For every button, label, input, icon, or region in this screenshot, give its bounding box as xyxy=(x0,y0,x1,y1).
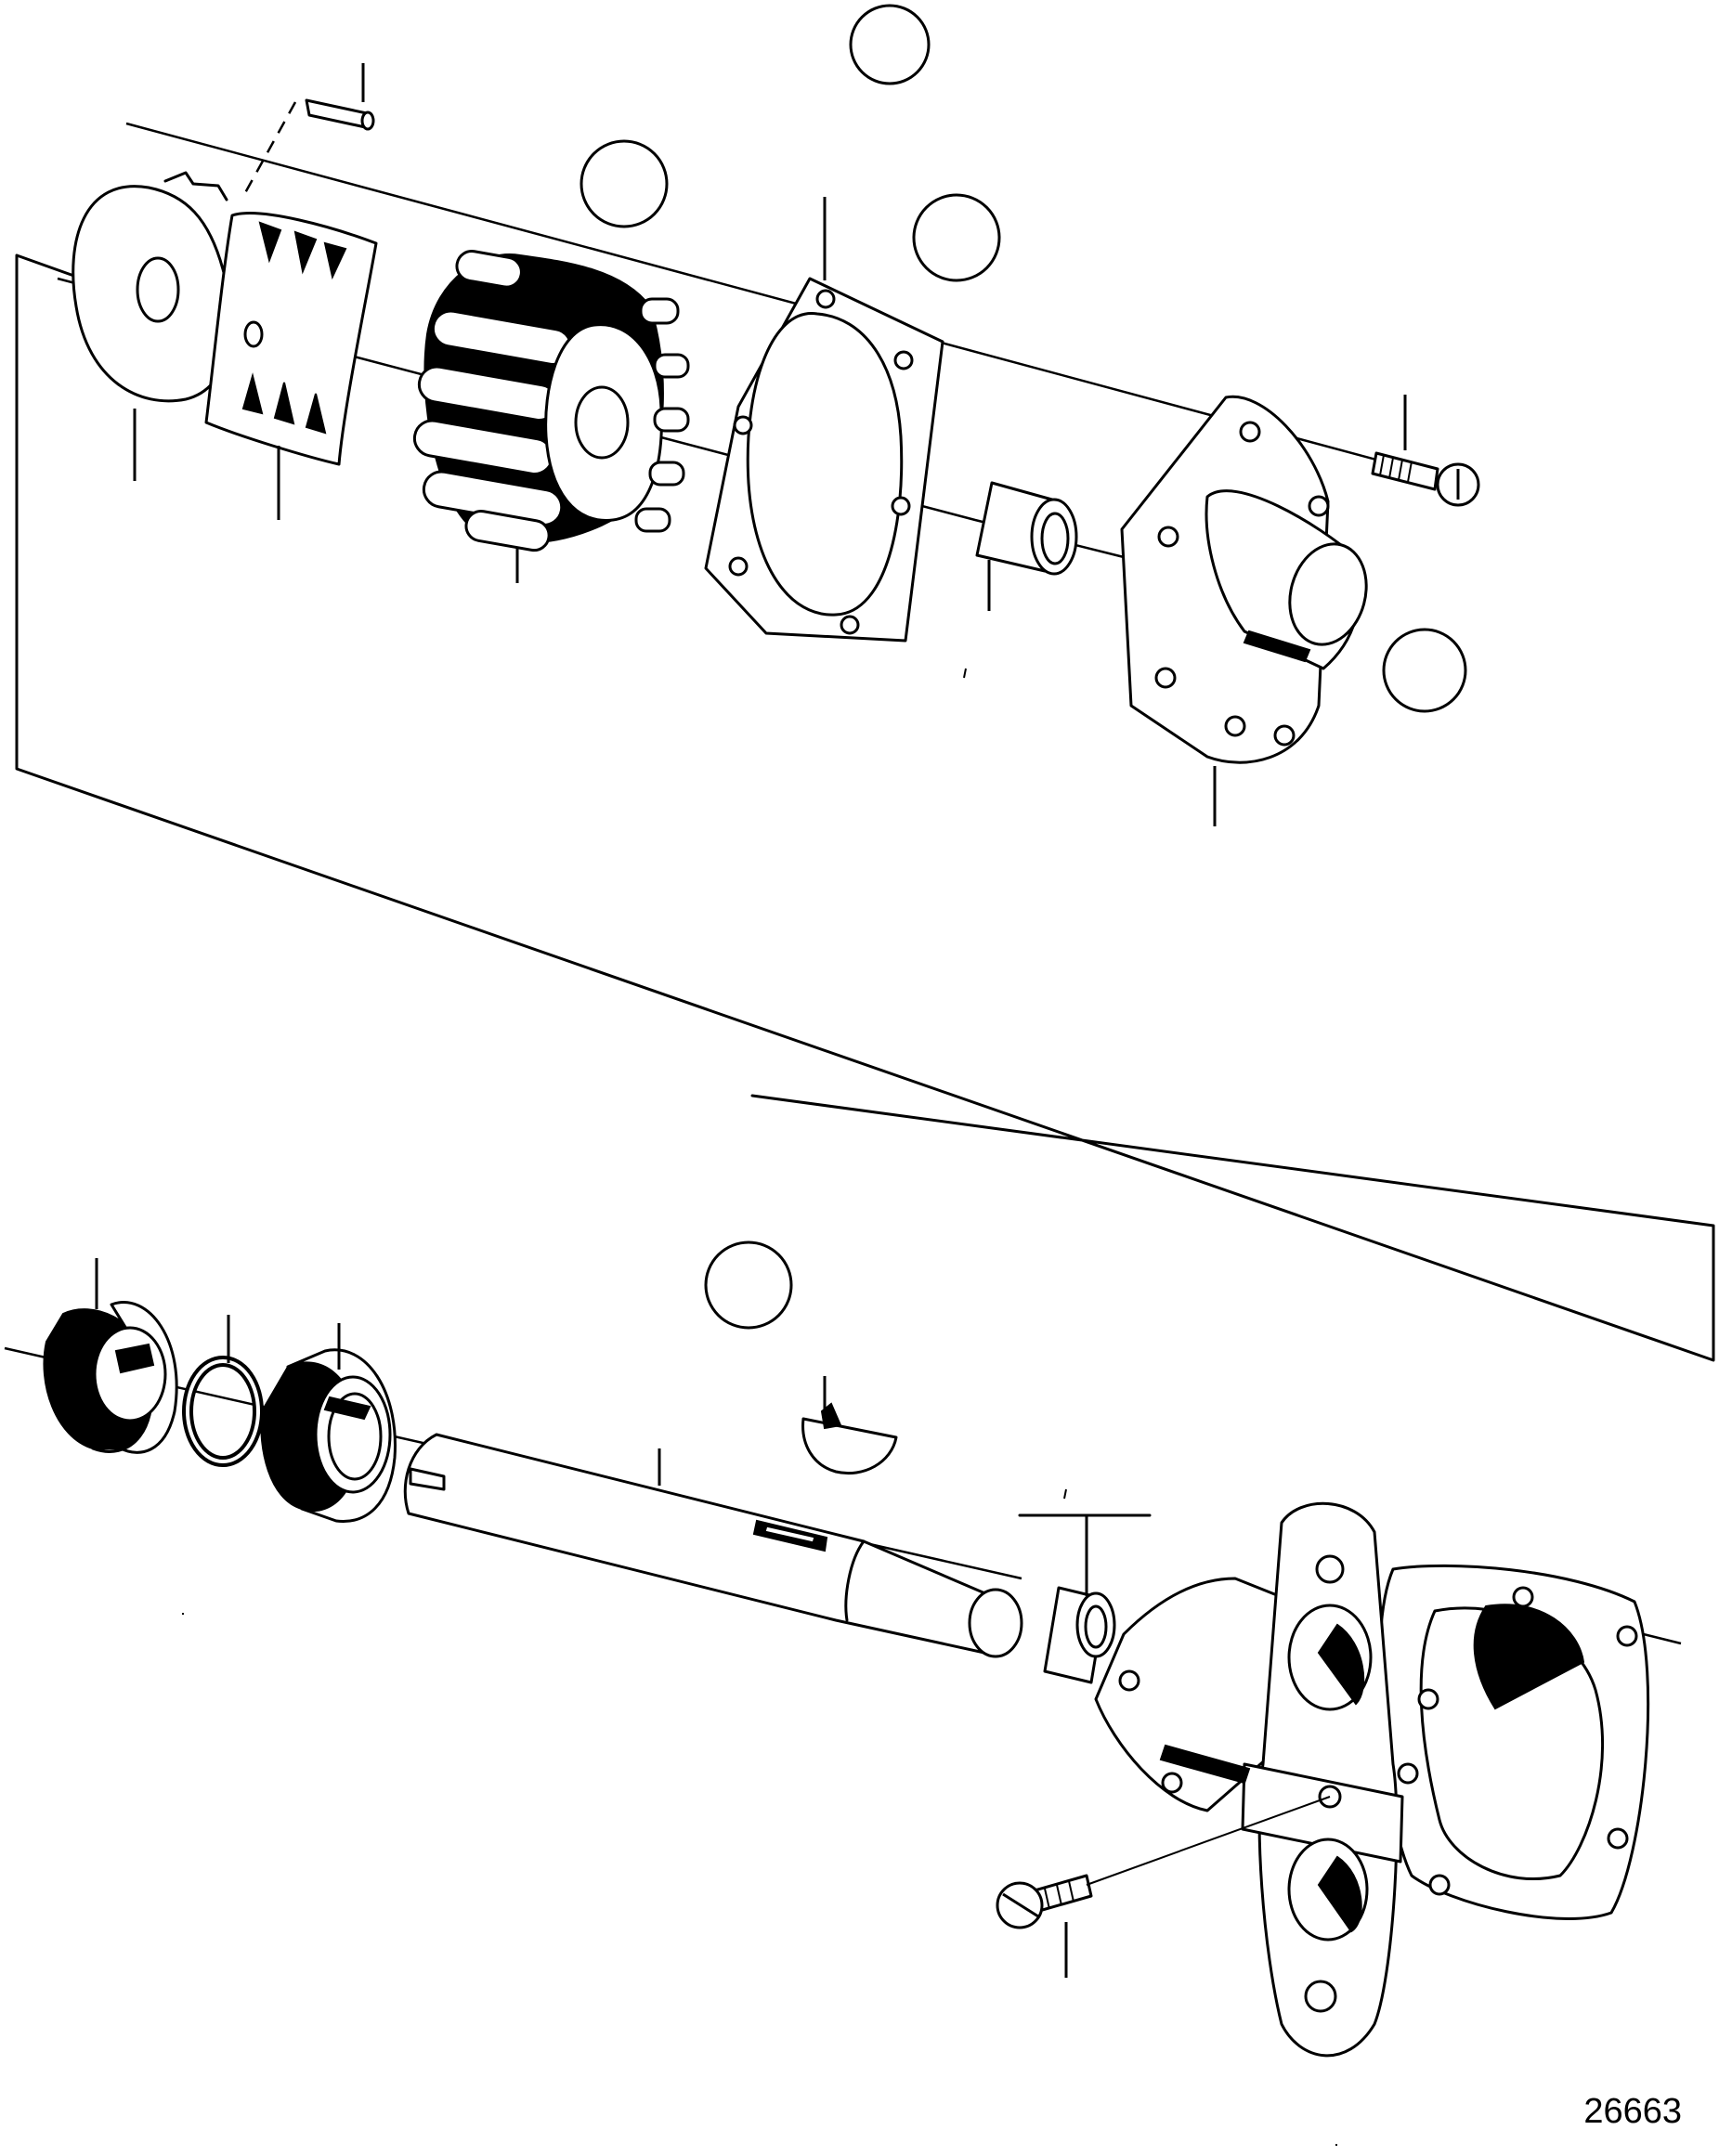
pump-housing-part xyxy=(1094,1501,1650,2058)
oil-seal-part xyxy=(43,1258,178,1454)
key-part xyxy=(801,1376,898,1474)
screw-upper-part xyxy=(1371,395,1480,507)
assembly-frame xyxy=(15,253,1715,1362)
gasket-part xyxy=(704,197,944,643)
pin-part xyxy=(240,63,375,201)
cam-sleeve-part xyxy=(204,212,378,520)
bushing-upper-part xyxy=(975,481,1078,611)
cam-plate-part xyxy=(72,171,233,481)
o-ring-part xyxy=(182,1315,264,1467)
bushing-lower-part xyxy=(1018,1513,1152,1684)
pump-shaft-part xyxy=(403,1433,1023,1658)
figure-reference-number: 26663 xyxy=(1583,2092,1682,2131)
screw-lower-part xyxy=(996,1796,1331,1978)
impeller-part xyxy=(412,250,690,583)
ball-bearing-part xyxy=(260,1323,397,1523)
tick-marks xyxy=(182,668,1337,2146)
reference-circles-upper xyxy=(580,4,1467,1330)
pump-cover-part xyxy=(1120,395,1368,826)
